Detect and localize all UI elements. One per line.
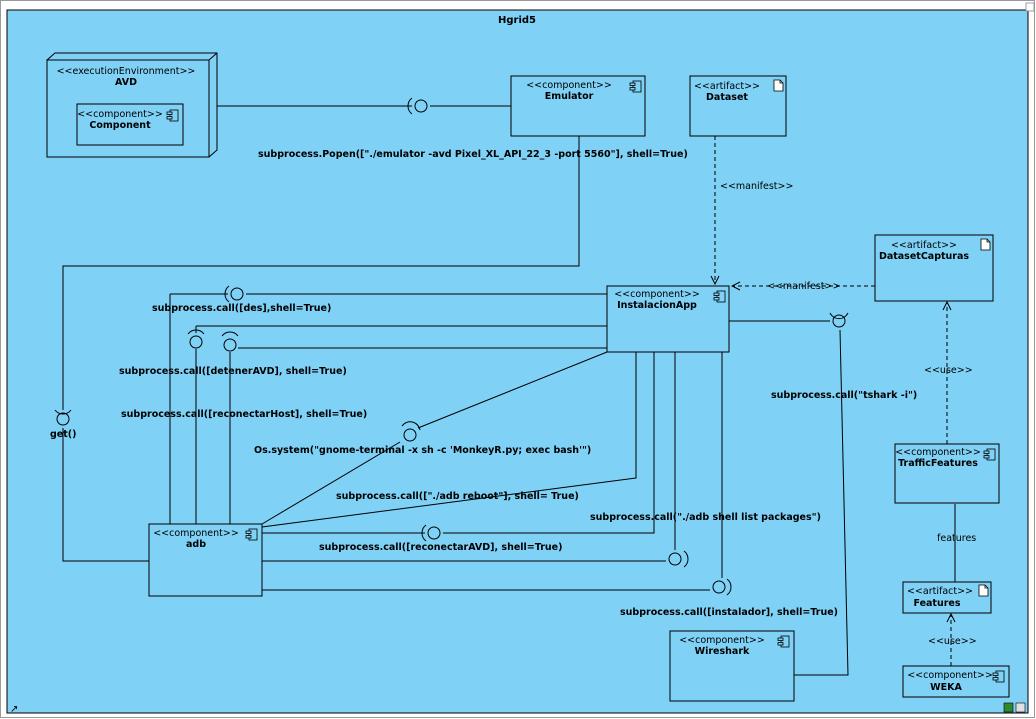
status-icon [1003,702,1026,713]
node-wireshark[interactable]: <<component>> Wireshark [669,630,795,702]
weka-stereotype: <<component>> [907,670,993,681]
frame-title: Hgrid5 [498,15,536,26]
dataset-stereotype: <<artifact>> [694,81,760,92]
node-features[interactable]: <<artifact>> Features [902,581,992,614]
component-stereotype: <<component>> [77,109,163,120]
node-emulator[interactable]: <<component>> Emulator [510,75,646,137]
socket-instalador [712,578,732,596]
label-call-list: subprocess.call("./adb shell list packag… [590,512,821,523]
socket-des [224,285,244,303]
instalacionapp-name: InstalacionApp [617,300,697,311]
node-dataset[interactable]: <<artifact>> Dataset [689,75,787,137]
socket-reconectaravd [421,524,441,542]
adb-stereotype: <<component>> [153,528,239,539]
features-name: Features [913,598,960,609]
node-trafficfeatures[interactable]: <<component>> TrafficFeatures [894,443,1000,504]
socket-tshark [829,312,849,328]
socket-detener [187,329,205,349]
node-datasetcapturas[interactable]: <<artifact>> DatasetCapturas [874,234,994,302]
avd-name: AVD [115,77,137,88]
emulator-name: Emulator [545,91,594,102]
artifact-icon [978,584,989,597]
label-use-weka: <<use>> [928,636,977,647]
artifact-icon [773,79,784,92]
node-adb[interactable]: <<component>> adb [148,523,263,597]
emulator-stereotype: <<component>> [526,80,612,91]
datasetcapturas-stereotype: <<artifact>> [891,240,957,251]
label-manifest-capturas: <<manifest>> [767,281,840,292]
adb-name: adb [186,539,206,550]
label-popen: subprocess.Popen(["./emulator -avd Pixel… [258,149,688,160]
label-features-edge: features [937,533,976,544]
dataset-name: Dataset [706,92,748,103]
component-name: Component [89,120,151,131]
label-get: get() [50,429,76,440]
features-stereotype: <<artifact>> [907,586,973,597]
label-call-tshark: subprocess.call("tshark -i") [771,390,917,401]
connectors [62,105,956,676]
node-instalacionapp[interactable]: <<component>> InstalacionApp [606,285,730,353]
node-weka[interactable]: <<component>> WEKA [902,665,1010,698]
interface-symbols [54,97,849,596]
label-call-detener: subprocess.call([detenerAVD], shell=True… [119,366,347,377]
weka-name: WEKA [930,682,962,693]
socket-list [668,550,689,568]
edge-labels: subprocess.Popen(["./emulator -avd Pixel… [50,149,977,647]
node-component[interactable]: <<component>> Component [76,103,184,146]
trafficfeatures-stereotype: <<component>> [895,447,981,458]
datasetcapturas-name: DatasetCapturas [879,251,969,262]
socket-get [54,409,72,426]
label-call-reconectaravd: subprocess.call([reconectarAVD], shell=T… [319,542,562,553]
label-use-traffic: <<use>> [924,365,973,376]
label-call-reconectarhost: subprocess.call([reconectarHost], shell=… [121,409,367,420]
socket-reconectarhost [221,331,239,352]
socket-ossystem [401,421,421,442]
label-manifest-dataset: <<manifest>> [720,181,793,192]
wireshark-stereotype: <<component>> [679,635,765,646]
label-call-instalador: subprocess.call([instalador], shell=True… [620,607,838,618]
artifact-icon [980,238,991,251]
avd-stereotype: <<executionEnvironment>> [57,66,196,77]
label-call-des: subprocess.call([des],shell=True) [152,303,331,314]
wireshark-name: Wireshark [695,646,750,657]
label-call-reboot: subprocess.call(["./adb reboot"], shell=… [336,491,579,502]
socket-component-emulator [407,97,428,115]
trafficfeatures-name: TrafficFeatures [898,458,978,469]
label-os-system: Os.system("gnome-terminal -x sh -c 'Monk… [254,445,591,456]
resize-corner-icon[interactable]: ↗ [10,704,18,715]
instalacionapp-stereotype: <<component>> [614,289,700,300]
